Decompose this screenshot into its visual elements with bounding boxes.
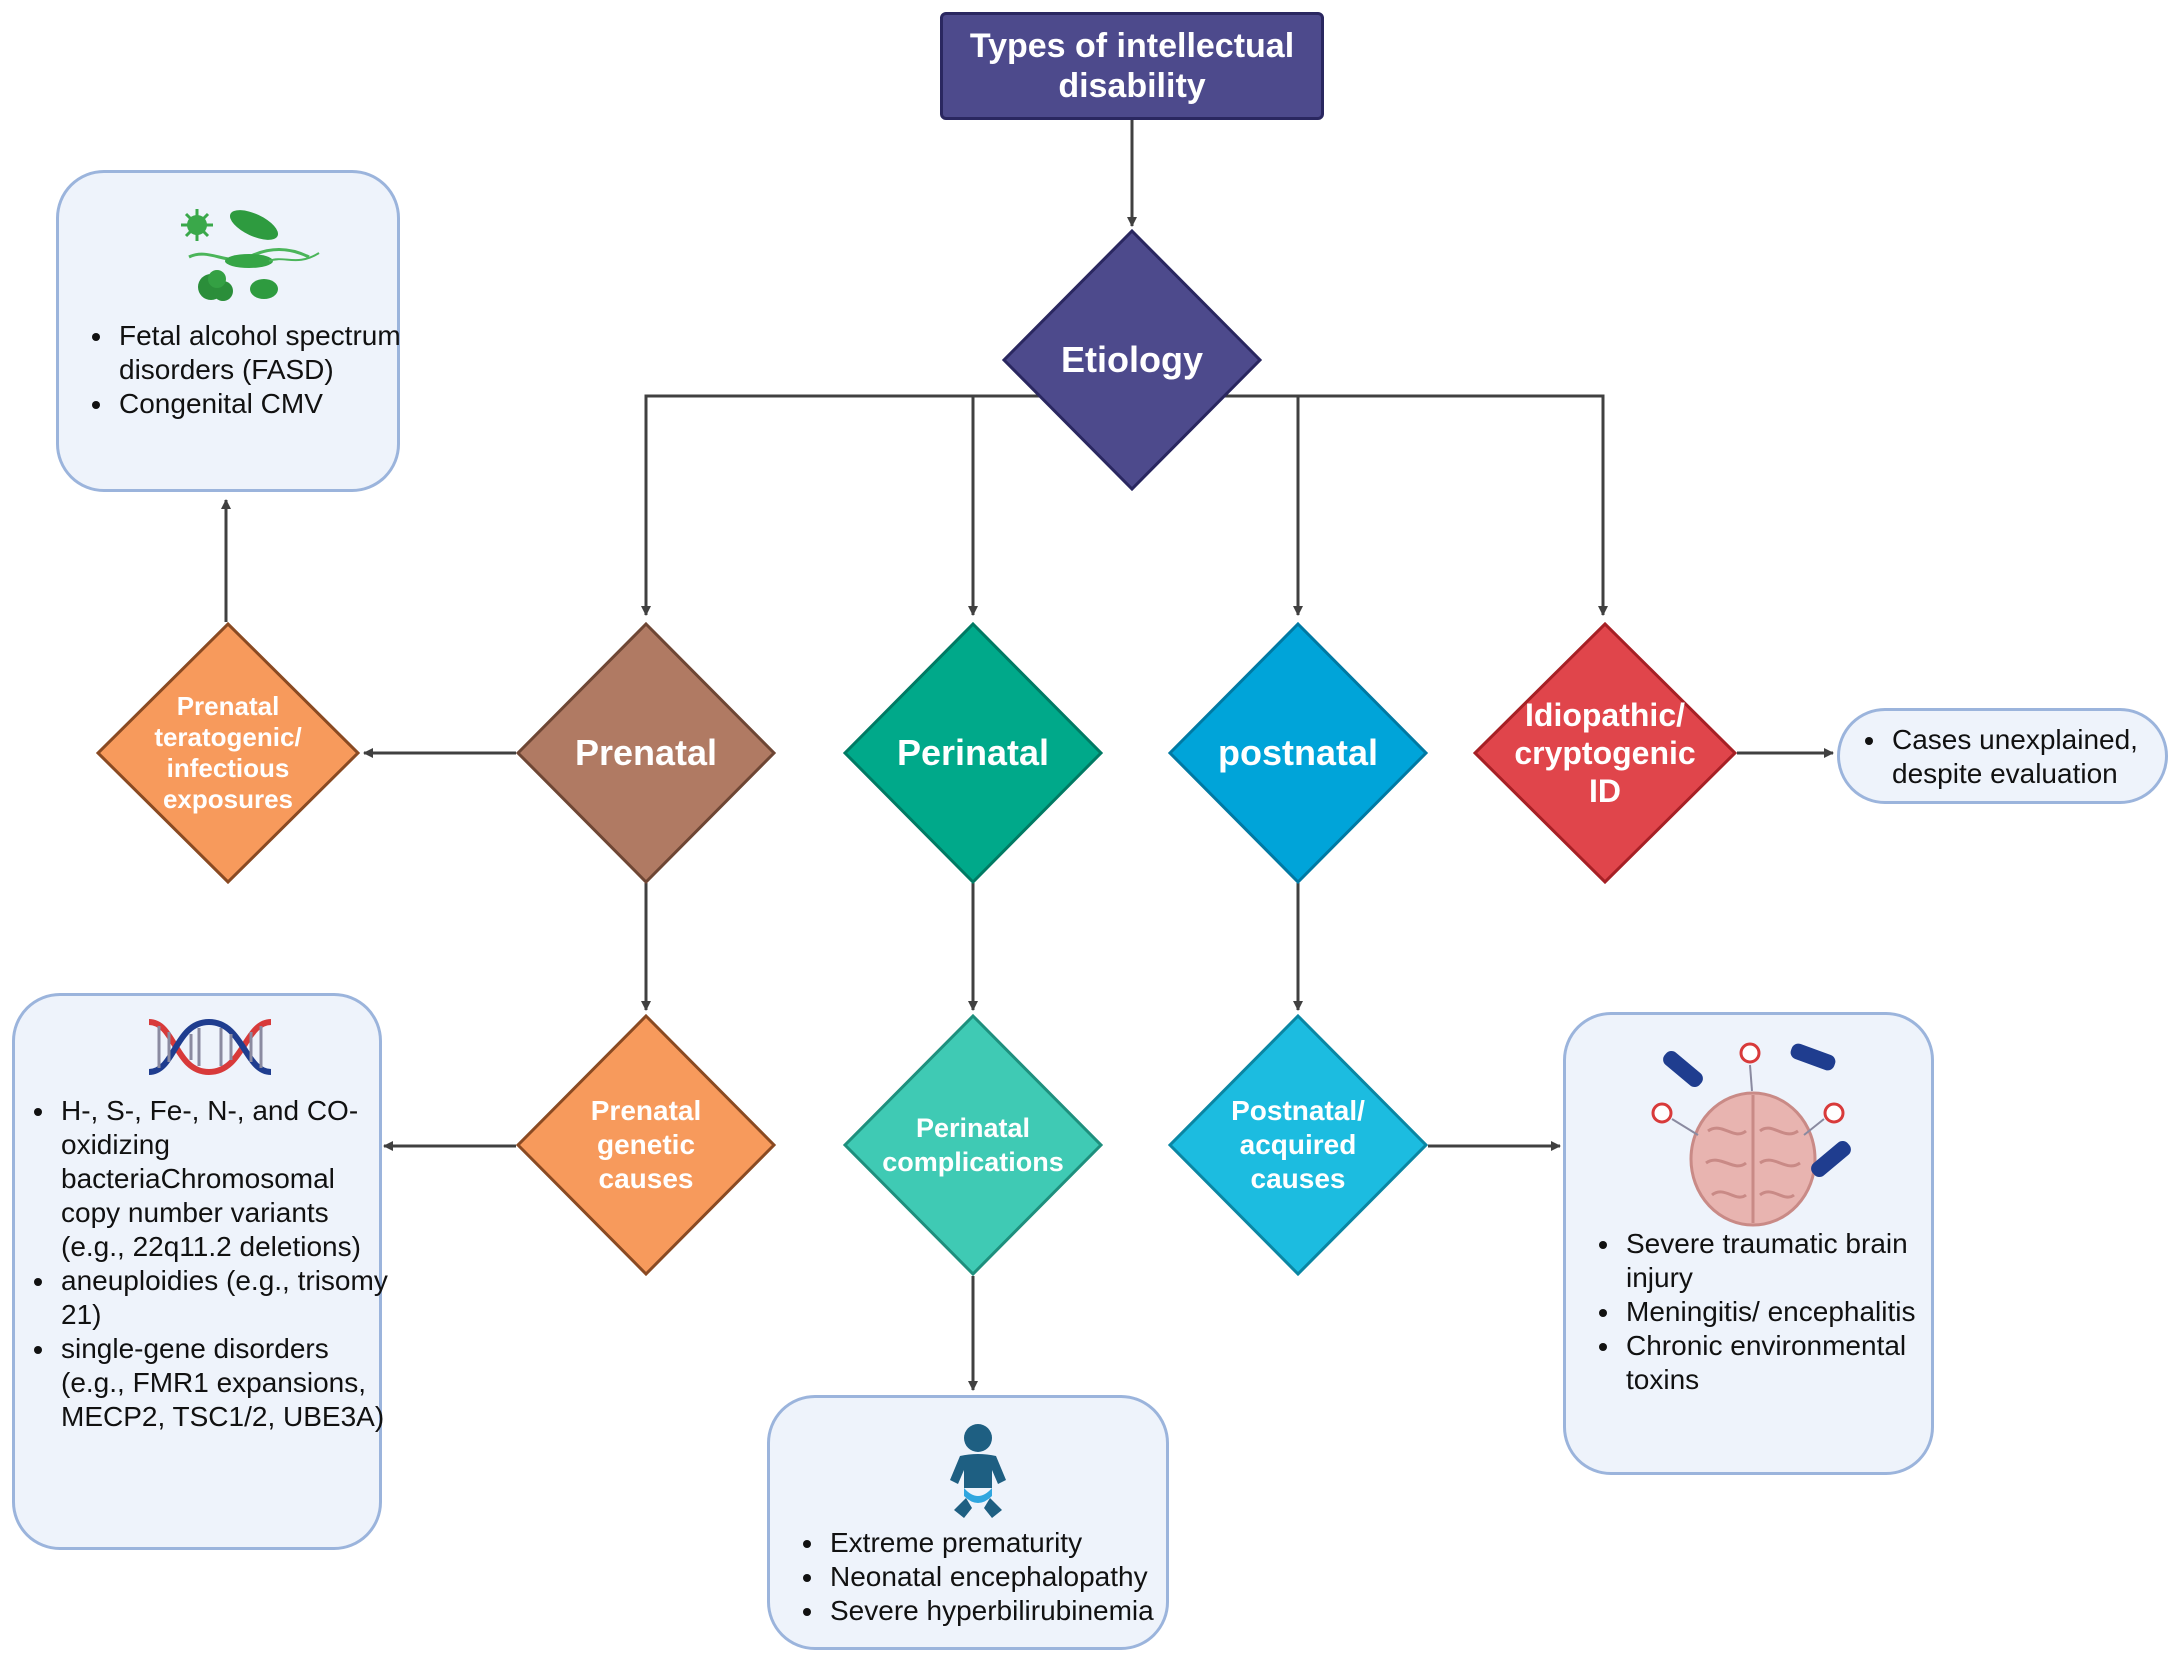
- arrow-etiology-to-idiopathic: [1219, 394, 1608, 616]
- genetic-label: Prenatal genetic causes: [590, 1095, 702, 1194]
- postnatal-item: Severe traumatic brain injury: [1622, 1227, 1962, 1295]
- baby-icon: [950, 1424, 1006, 1518]
- teratogenic-item: Fetal alcohol spectrum disorders (FASD): [115, 319, 435, 387]
- perinatal-diamond: Perinatal: [843, 622, 1103, 884]
- teratogenic-diamond: Prenatal teratogenic/ infectious exposur…: [96, 622, 360, 884]
- perinatal-item: Severe hyperbilirubinemia: [826, 1594, 1216, 1628]
- idiopathic-panel: Cases unexplained, despite evaluation: [1837, 708, 2168, 804]
- idiopathic-diamond: Idiopathic/ cryptogenic ID: [1473, 622, 1737, 884]
- idiopathic-label: Idiopathic/ cryptogenic ID: [1514, 697, 1696, 809]
- arrow-etiology-to-prenatal: [641, 394, 1045, 616]
- prenatal-diamond: Prenatal: [516, 622, 776, 884]
- teratogenic-item: Congenital CMV: [115, 387, 435, 421]
- etiology-diamond: Etiology: [1002, 229, 1262, 491]
- postnatal-item: Chronic environmental toxins: [1622, 1329, 1962, 1397]
- perinatal-complications-diamond: Perinatal complications: [843, 1014, 1103, 1276]
- title-text: Types of intellectual disability: [969, 27, 1295, 105]
- title-node: Types of intellectual disability: [940, 12, 1324, 120]
- perinatal-item: Neonatal encephalopathy: [826, 1560, 1216, 1594]
- idiopathic-item: Cases unexplained, despite evaluation: [1888, 723, 2174, 791]
- postnatal-diamond: postnatal: [1168, 622, 1428, 884]
- perinatal-label: Perinatal: [896, 732, 1050, 773]
- postnatal-panel: Severe traumatic brain injury Meningitis…: [1563, 1012, 1934, 1475]
- microbes-icon: [181, 209, 320, 301]
- genetic-diamond: Prenatal genetic causes: [516, 1014, 776, 1276]
- etiology-label: Etiology: [1061, 339, 1203, 380]
- postnatal-acquired-label: Postnatal/ acquired causes: [1231, 1095, 1365, 1194]
- genetic-item: H-, S-, Fe-, N-, and CO-oxidizing bacter…: [57, 1094, 397, 1264]
- perinatal-item: Extreme prematurity: [826, 1526, 1216, 1560]
- teratogenic-label: Prenatal teratogenic/ infectious exposur…: [154, 691, 302, 814]
- brain-pathogens-icon: [1651, 1042, 1851, 1227]
- postnatal-label: postnatal: [1217, 732, 1378, 773]
- dna-icon: [148, 1018, 272, 1076]
- genetic-panel: H-, S-, Fe-, N-, and CO-oxidizing bacter…: [12, 993, 388, 1550]
- perinatal-panel: Extreme prematurity Neonatal encephalopa…: [767, 1395, 1169, 1650]
- arrow-etiology-to-perinatal: [968, 394, 1045, 616]
- postnatal-acquired-diamond: Postnatal/ acquired causes: [1168, 1014, 1428, 1276]
- genetic-item: single-gene disorders (e.g., FMR1 expans…: [57, 1332, 397, 1434]
- prenatal-label: Prenatal: [574, 732, 718, 773]
- teratogenic-panel: Fetal alcohol spectrum disorders (FASD) …: [56, 170, 401, 492]
- postnatal-item: Meningitis/ encephalitis: [1622, 1295, 1962, 1329]
- perinatal-complications-label: Perinatal complications: [882, 1113, 1064, 1177]
- genetic-item: aneuploidies (e.g., trisomy 21): [57, 1264, 397, 1332]
